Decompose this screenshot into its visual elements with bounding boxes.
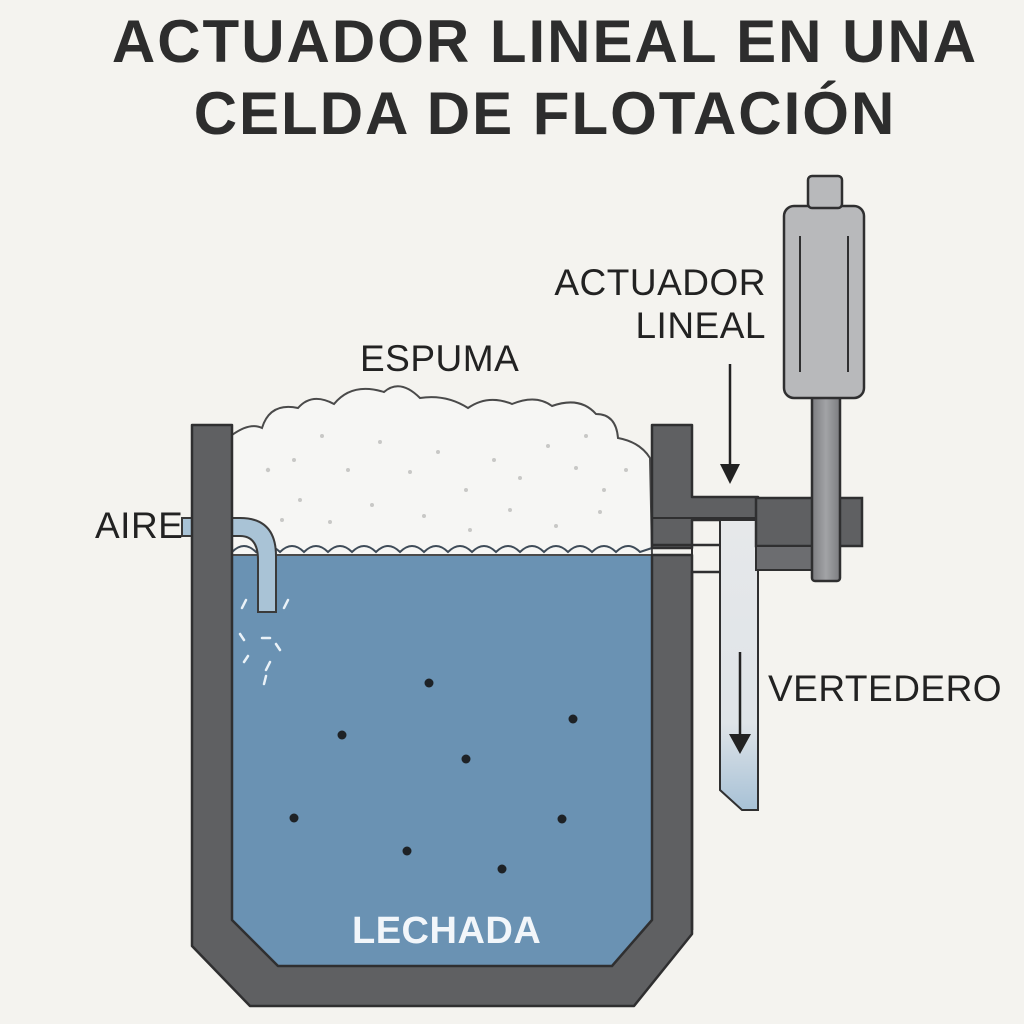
actuator-label-line-1: ACTUADOR [554,262,766,303]
slurry-body [232,555,652,966]
actuator-label-line-2: LINEAL [635,304,766,346]
actuator-label: ACTUADOR LINEAL [554,262,766,347]
foam-bubbles [265,434,628,532]
actuator-bracket [754,496,864,548]
actuator-plate [755,545,815,571]
title-line-1: ACTUADOR LINEAL EN UNA [111,8,979,75]
weir-label: VERTEDERO [768,668,1003,709]
foam-layer [231,385,654,556]
slurry-label: LECHADA [352,910,542,952]
actuator-cylinder [782,204,866,400]
slurry-surface [231,545,653,554]
weir-flow-arrow [729,652,751,754]
foam-label: ESPUMA [360,338,520,379]
actuator-cap [806,174,844,210]
air-bubbles [238,598,290,686]
actuator-rod [810,393,842,583]
air-label: AIRE [95,505,184,546]
title-line-2: CELDA DE FLOTACIÓN [193,80,897,147]
slurry-particles [289,678,578,874]
diagram-title: ACTUADOR LINEAL EN UNA CELDA DE FLOTACIÓ… [0,6,1024,150]
actuator-pointer-arrow [720,364,740,484]
tank-wall [190,423,694,1008]
